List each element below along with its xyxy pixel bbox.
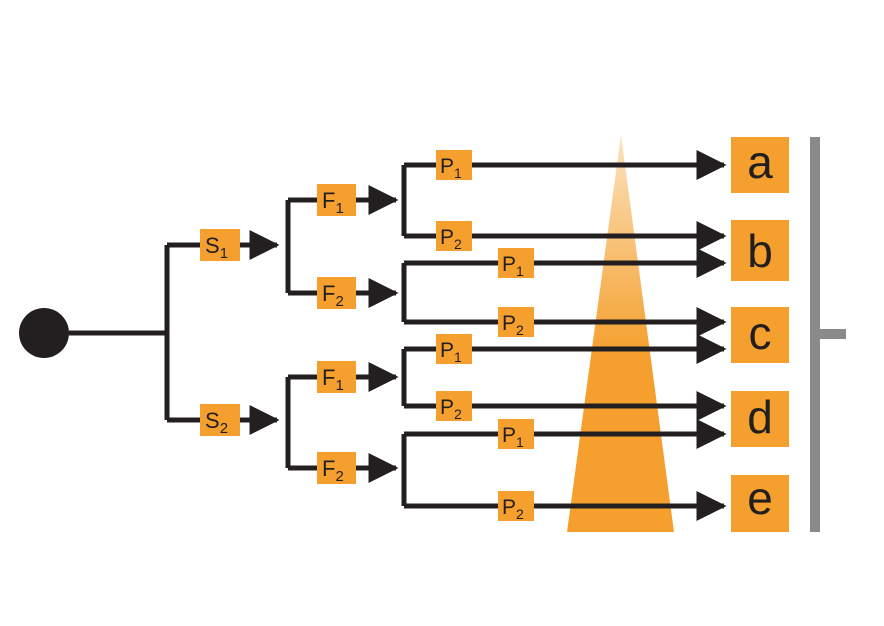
stage-letter: P xyxy=(502,424,516,447)
svg-text:S2: S2 xyxy=(205,408,228,437)
stage-p2-branch-1: P2 xyxy=(436,221,472,252)
svg-text:P2: P2 xyxy=(502,312,524,338)
stage-p2-branch-3: P2 xyxy=(436,391,472,422)
outcome-c: c xyxy=(731,307,789,363)
svg-text:S1: S1 xyxy=(205,233,228,262)
outcome-label: a xyxy=(747,136,773,188)
outcome-label: c xyxy=(749,307,772,359)
stage-subscript: 1 xyxy=(454,165,462,181)
outcome-bracket xyxy=(810,137,846,532)
stage-letter: S xyxy=(205,233,220,258)
svg-text:F2: F2 xyxy=(322,281,344,310)
svg-text:F2: F2 xyxy=(322,456,344,485)
stage-p1-branch-3: P1 xyxy=(436,334,472,365)
stage-f1-lower: F1 xyxy=(317,361,356,394)
stage-letter: S xyxy=(205,408,220,433)
stage-letter: F xyxy=(322,365,335,390)
stage-p2-branch-4: P2 xyxy=(498,491,534,522)
root-node xyxy=(19,308,69,358)
stage-letter: P xyxy=(502,253,516,276)
stage-subscript: 1 xyxy=(516,263,524,279)
stage-s2: S2 xyxy=(200,404,240,437)
outcome-a: a xyxy=(731,136,789,193)
svg-text:F1: F1 xyxy=(322,365,344,394)
stage-subscript: 2 xyxy=(220,420,228,437)
stage-subscript: 2 xyxy=(516,322,524,338)
svg-text:P2: P2 xyxy=(440,226,462,252)
svg-text:F1: F1 xyxy=(322,188,344,217)
stage-letter: F xyxy=(322,188,335,213)
stage-subscript: 1 xyxy=(335,200,343,217)
stage-f2-lower: F2 xyxy=(317,452,356,485)
gradient-triangle xyxy=(567,135,674,532)
stage-letter: P xyxy=(502,312,516,335)
outcome-e: e xyxy=(731,472,789,532)
stage-subscript: 2 xyxy=(335,293,343,310)
stage-letter: P xyxy=(440,339,454,362)
svg-text:P1: P1 xyxy=(502,424,524,450)
svg-text:P2: P2 xyxy=(502,496,524,522)
svg-text:P1: P1 xyxy=(440,339,462,365)
stage-subscript: 1 xyxy=(454,349,462,365)
stage-s1: S1 xyxy=(200,229,240,262)
stage-letter: F xyxy=(322,281,335,306)
stage-subscript: 1 xyxy=(516,434,524,450)
stage-p1-branch-2: P1 xyxy=(498,248,534,279)
stage-subscript: 2 xyxy=(454,236,462,252)
outcome-label: d xyxy=(747,391,773,443)
stage-letter: F xyxy=(322,456,335,481)
stage-subscript: 2 xyxy=(335,468,343,485)
stage-subscript: 1 xyxy=(335,377,343,394)
svg-text:P1: P1 xyxy=(502,253,524,279)
stage-p1-branch-1: P1 xyxy=(436,150,472,181)
outcome-b: b xyxy=(731,220,789,281)
outcome-d: d xyxy=(731,391,789,447)
stage-letter: P xyxy=(440,155,454,178)
stage-letter: P xyxy=(440,226,454,249)
stage-letter: P xyxy=(440,396,454,419)
svg-text:P1: P1 xyxy=(440,155,462,181)
stage-p2-branch-2: P2 xyxy=(498,307,534,338)
stage-subscript: 1 xyxy=(220,245,228,262)
stage-p1-branch-4: P1 xyxy=(498,419,534,450)
outcome-label: e xyxy=(747,472,773,524)
stage-f1-upper: F1 xyxy=(317,184,356,217)
stage-f2-upper: F2 xyxy=(317,277,356,310)
stage-letter: P xyxy=(502,496,516,519)
stage-subscript: 2 xyxy=(454,406,462,422)
outcome-label: b xyxy=(747,225,773,277)
stage-subscript: 2 xyxy=(516,506,524,522)
svg-text:P2: P2 xyxy=(440,396,462,422)
tree-connectors xyxy=(69,150,727,521)
